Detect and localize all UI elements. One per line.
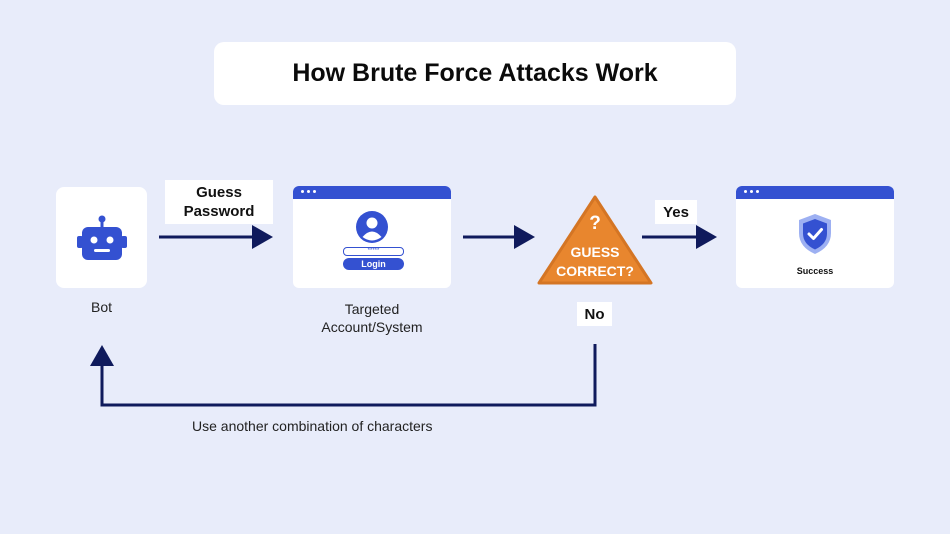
bot-label: Bot xyxy=(90,299,112,315)
diagram-title: How Brute Force Attacks Work xyxy=(214,42,736,105)
robot-icon xyxy=(76,215,127,260)
decision-line2: CORRECT? xyxy=(556,263,634,279)
window-titlebar xyxy=(736,186,894,199)
window-dots-icon xyxy=(301,190,316,193)
no-tag: No xyxy=(577,302,612,326)
decision-text: GUESS CORRECT? xyxy=(540,243,650,281)
guess-tag-line1: Guess xyxy=(196,184,242,201)
arrow-loop-back xyxy=(90,344,597,407)
guess-password-tag: Guess Password xyxy=(165,180,273,224)
window-dots-icon xyxy=(744,190,759,193)
window-titlebar xyxy=(293,186,451,199)
bot-card xyxy=(56,187,147,288)
target-window: ***** Login xyxy=(293,186,451,288)
yes-tag: Yes xyxy=(655,200,697,224)
password-field: ***** xyxy=(343,247,404,256)
success-window: Success xyxy=(736,186,894,288)
decision-line1: GUESS xyxy=(570,244,620,260)
target-label-line1: Targeted xyxy=(344,301,400,317)
login-button: Login xyxy=(343,258,404,270)
success-label: Success xyxy=(796,266,834,276)
decision-triangle xyxy=(537,195,653,285)
question-mark-icon: ? xyxy=(589,213,601,234)
shield-check-icon xyxy=(799,214,831,254)
loop-label: Use another combination of characters xyxy=(192,418,433,434)
target-label-line2: Account/System xyxy=(321,319,423,335)
user-avatar-icon xyxy=(356,211,388,243)
target-label: Targeted Account/System xyxy=(293,300,451,336)
guess-tag-line2: Password xyxy=(183,203,255,220)
